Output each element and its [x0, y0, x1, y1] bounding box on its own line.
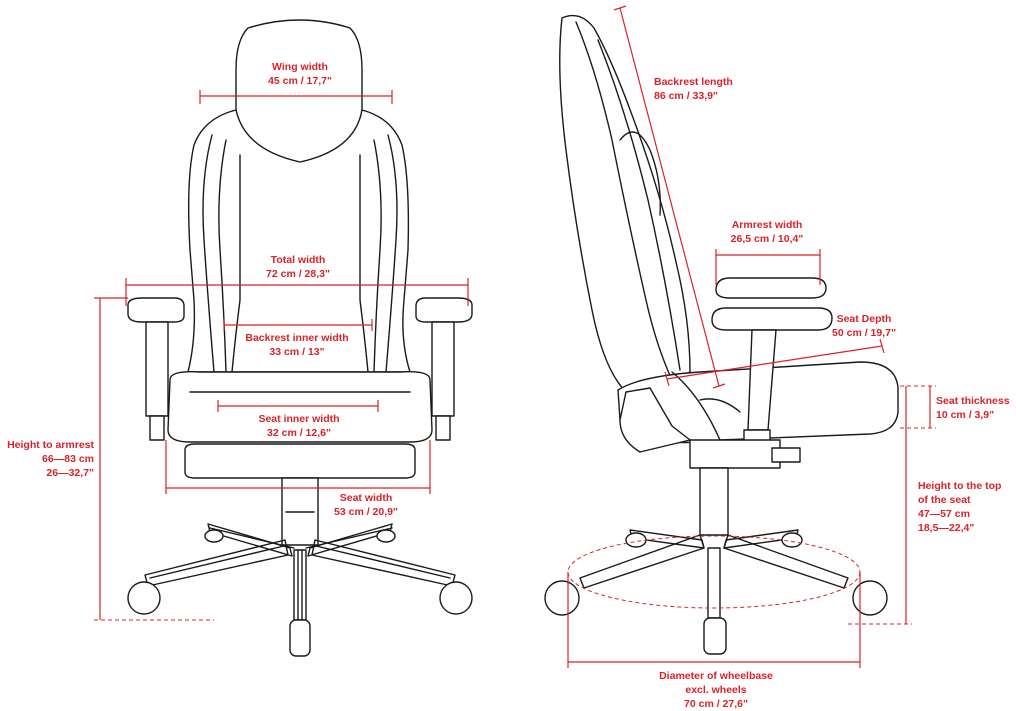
height-to-seat-top-value-in: 18,5—22,4": [918, 522, 975, 534]
height-to-seat-top-title-line1: Height to the top: [918, 480, 1002, 492]
height-to-armrest-title: Height to armrest: [7, 439, 94, 451]
wing-width-value: 45 cm / 17,7": [268, 75, 332, 87]
backrest-inner-width-title: Backrest inner width: [245, 332, 349, 344]
seat-thickness-label: Seat thickness 10 cm / 3,9": [936, 394, 1010, 422]
wheelbase-diameter-label: Diameter of wheelbase excl. wheels 70 cm…: [659, 669, 773, 711]
seat-thickness-title: Seat thickness: [936, 395, 1010, 407]
front-view-chair: [127, 19, 473, 657]
backrest-inner-width-label: Backrest inner width 33 cm / 13": [245, 331, 348, 359]
wheelbase-diameter-title-line2: excl. wheels: [685, 684, 747, 696]
backrest-length-label: Backrest length 86 cm / 33,9": [654, 75, 733, 103]
height-to-armrest-label: Height to armrest 66—83 cm 26—32,7": [0, 438, 94, 480]
total-width-title: Total width: [270, 254, 326, 266]
armrest-width-title: Armrest width: [731, 219, 803, 231]
seat-width-title: Seat width: [339, 492, 393, 504]
seat-inner-width-value: 32 cm / 12,6": [267, 427, 331, 439]
backrest-inner-width-value: 33 cm / 13": [269, 346, 325, 358]
seat-depth-title: Seat Depth: [836, 313, 892, 325]
wheelbase-diameter-title-line1: Diameter of wheelbase: [659, 670, 773, 682]
wing-width-label: Wing width 45 cm / 17,7": [268, 60, 332, 88]
seat-inner-width-title: Seat inner width: [258, 413, 340, 425]
height-to-armrest-value-cm: 66—83 cm: [42, 453, 94, 465]
seat-width-label: Seat width 53 cm / 20,9": [334, 491, 398, 519]
height-to-seat-top-title-line2: of the seat: [918, 494, 971, 506]
wing-width-title: Wing width: [272, 61, 328, 73]
wheelbase-diameter-value: 70 cm / 27,6": [684, 698, 748, 710]
seat-width-value: 53 cm / 20,9": [334, 506, 398, 518]
height-to-seat-top-value-cm: 47—57 cm: [918, 508, 970, 520]
seat-inner-width-label: Seat inner width 32 cm / 12,6": [258, 412, 339, 440]
total-width-label: Total width 72 cm / 28,3": [266, 253, 330, 281]
side-dimension-lines: [567, 5, 936, 668]
total-width-value: 72 cm / 28,3": [266, 268, 330, 280]
backrest-length-title: Backrest length: [654, 76, 733, 88]
backrest-length-value: 86 cm / 33,9": [654, 90, 718, 102]
seat-thickness-value: 10 cm / 3,9": [936, 409, 995, 421]
height-to-armrest-value-in: 26—32,7": [46, 467, 94, 479]
seat-depth-value: 50 cm / 19,7": [832, 327, 896, 339]
front-dimension-lines: [94, 90, 469, 621]
armrest-width-value: 26,5 cm / 10,4": [730, 233, 804, 245]
armrest-width-label: Armrest width 26,5 cm / 10,4": [731, 218, 804, 246]
seat-depth-label: Seat Depth 50 cm / 19,7": [832, 312, 896, 340]
side-view-chair: [544, 14, 899, 655]
height-to-seat-top-label: Height to the top of the seat 47—57 cm 1…: [918, 479, 1001, 535]
